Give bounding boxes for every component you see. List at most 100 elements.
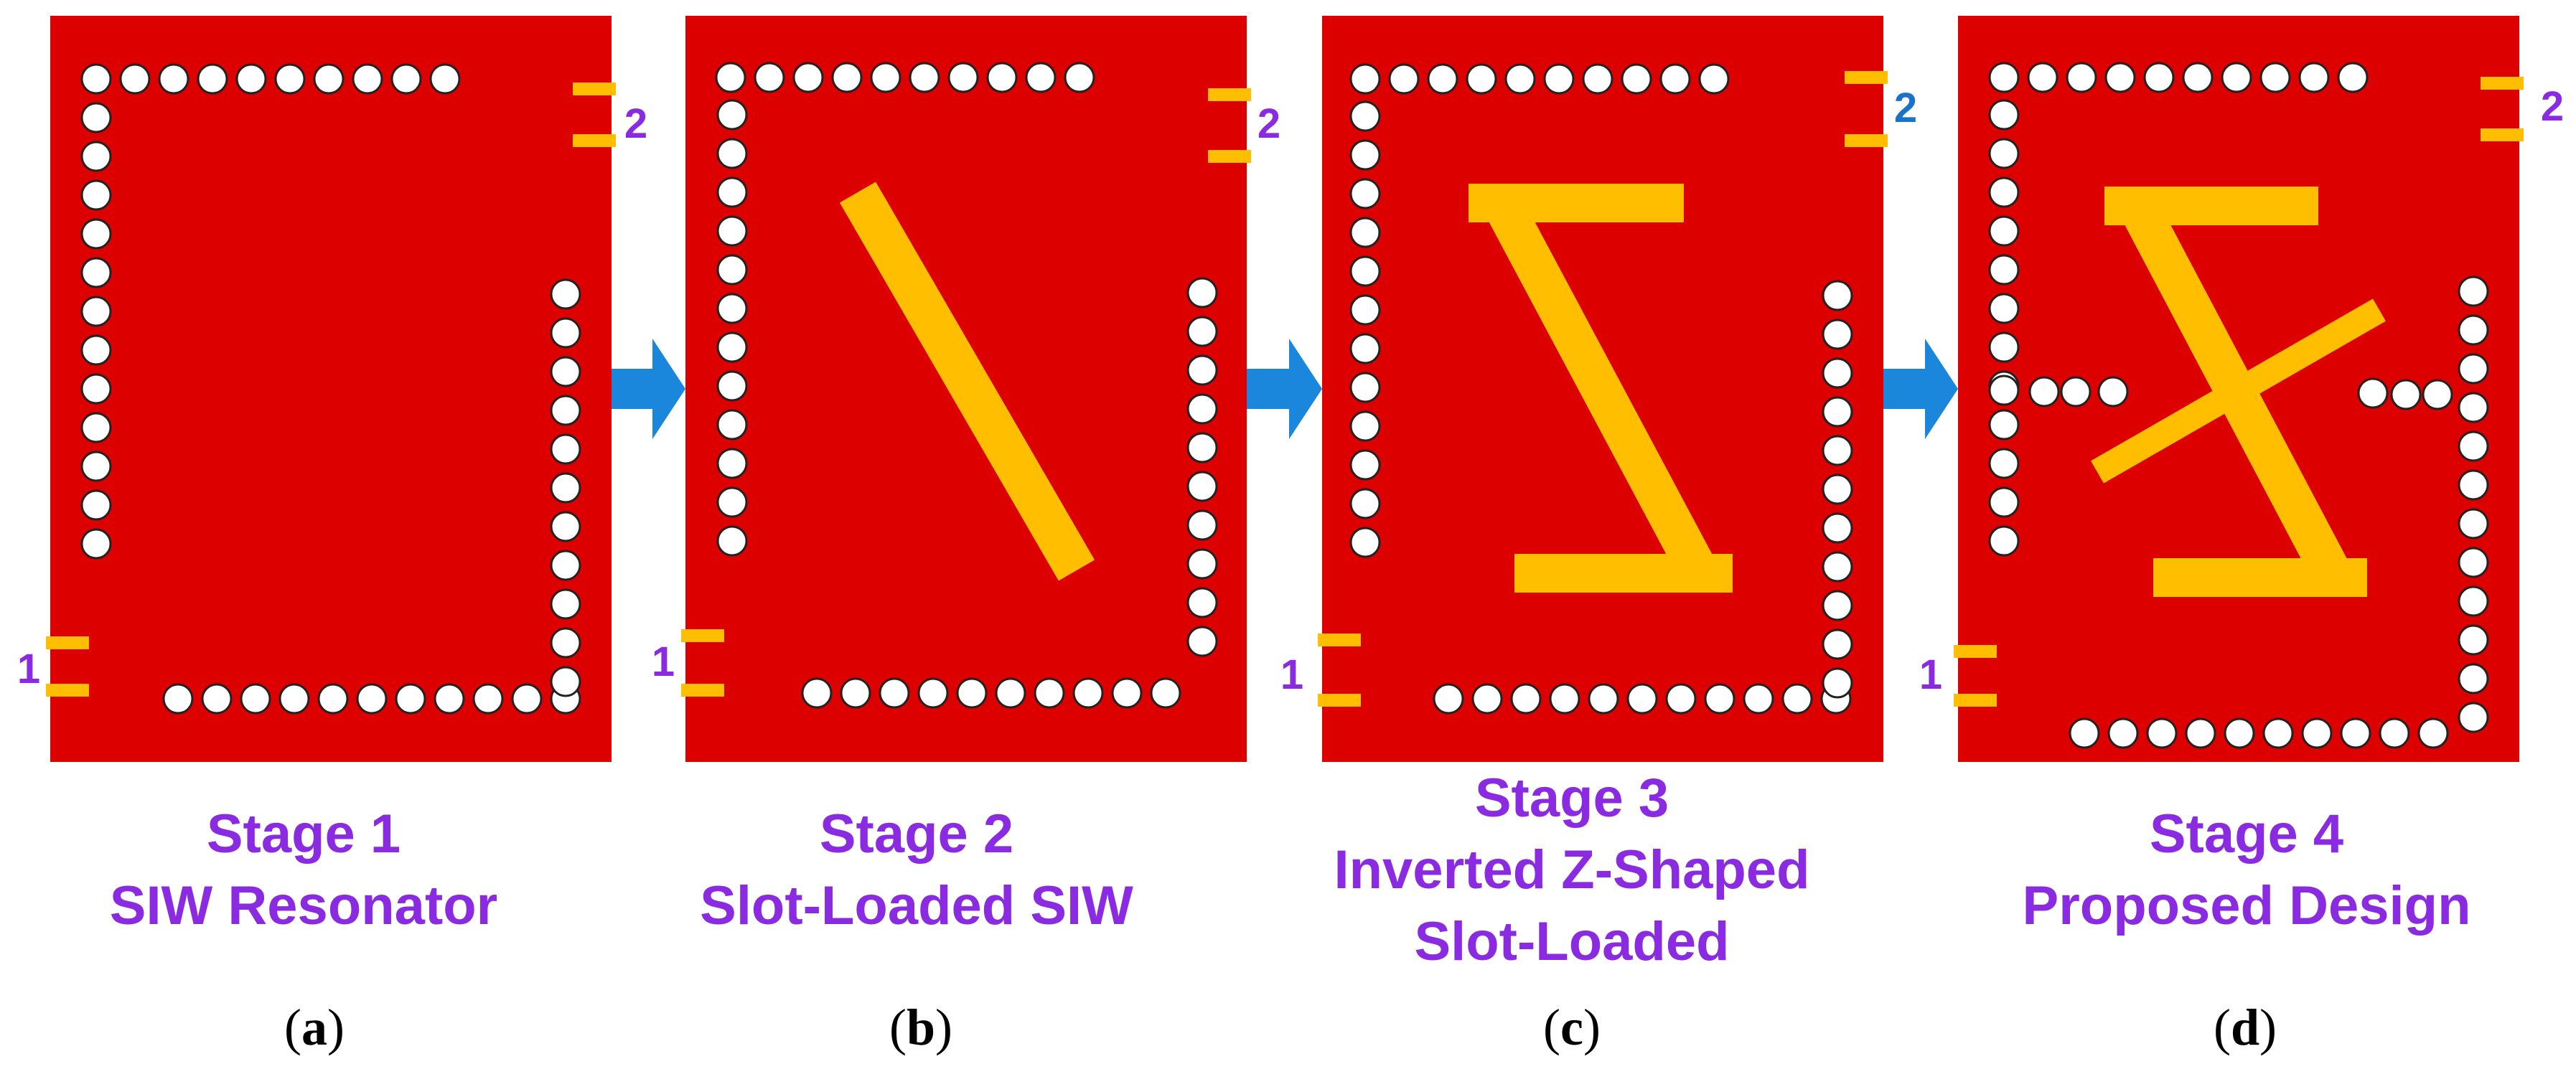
via-hole [1988,409,2020,441]
via-hole [2143,62,2175,93]
via-hole [2298,62,2330,93]
via-hole [550,278,581,310]
via-hole [1150,677,1181,709]
via-hole [550,666,581,697]
z-slot-diagonal [1469,184,1733,593]
output-port-line [2481,77,2524,90]
via-hole [2458,585,2489,617]
via-hole [1510,683,1542,715]
via-hole [80,141,112,172]
via-hole [550,627,581,659]
via-hole [2458,276,2489,307]
via-hole [2146,717,2178,749]
via-hole [80,63,112,95]
via-hole [1582,63,1613,95]
via-hole [1621,63,1652,95]
via-hole [80,296,112,327]
via-hole [80,102,112,133]
via-hole [1988,331,2020,363]
input-port-line [1318,694,1361,707]
panel-letter-a: (a) [284,999,345,1056]
via-hole [1822,280,1853,311]
via-hole [1988,176,2020,208]
via-hole [1349,449,1381,481]
via-hole [2185,717,2216,749]
via-hole [1988,486,2020,518]
arrows-group [612,339,1958,439]
via-hole [2337,62,2369,93]
via-hole [2028,376,2060,408]
stage-3-title: Stage 3 [1475,768,1669,829]
diagonal-slot [839,182,1095,581]
port-2-label: 2 [624,100,647,147]
via-hole [240,683,271,715]
via-hole [716,525,748,557]
via-hole [716,138,748,169]
via-hole [995,677,1026,709]
via-hole [1543,63,1575,95]
panel-letter-b-text: b [907,999,935,1056]
via-hole [879,677,910,709]
via-hole [390,63,422,95]
panel-letter-d: (d) [2214,999,2277,1056]
via-hole [716,176,748,208]
via-hole [2422,379,2453,410]
stage-1-caption-line-1: SIW Resonator [110,875,498,936]
via-hole [1349,178,1381,209]
via-hole [716,448,748,479]
via-hole [2107,717,2139,749]
via-hole [716,215,748,247]
via-hole [792,62,824,93]
via-hole [434,683,465,715]
via-hole [550,433,581,465]
port-2-label: 2 [2541,83,2564,130]
via-hole [80,179,112,211]
via-hole [2458,624,2489,656]
input-port-line [681,684,724,697]
via-hole [1186,354,1218,386]
via-hole [274,63,306,95]
via-hole [831,62,863,93]
stage-1-panel: 12 [17,16,647,762]
via-hole [1988,375,2020,406]
via-hole [80,373,112,405]
via-hole [2458,547,2489,578]
via-hole [1988,448,2020,479]
via-hole [1665,683,1697,715]
via-hole [1349,488,1381,519]
via-hole [716,409,748,441]
stage-2-panel: 12 [652,16,1280,762]
via-hole [1988,254,2020,286]
output-port-line [1845,134,1888,147]
via-hole [80,528,112,560]
via-hole [197,63,228,95]
via-hole [550,472,581,504]
output-port-line [573,83,616,95]
via-hole [801,677,833,709]
via-hole [1822,551,1853,583]
via-hole [716,254,748,286]
cross-slot [2091,298,2386,484]
stage-2-caption-line-1: Slot-Loaded SIW [700,875,1133,936]
via-hole [1186,587,1218,618]
stage-4-panel: 12 [1919,16,2564,762]
via-hole [1186,316,1218,347]
via-hole [2060,376,2092,408]
via-hole [201,683,233,715]
via-hole [1186,277,1218,309]
stage-4-caption-line-1: Proposed Design [2023,875,2471,936]
via-hole [1988,215,2020,247]
via-hole [2224,717,2255,749]
via-hole [395,683,426,715]
via-hole [472,683,504,715]
via-hole [550,550,581,581]
via-hole [716,293,748,324]
via-hole [1822,512,1853,544]
via-hole [1504,63,1536,95]
via-hole [313,63,345,95]
via-hole [986,62,1018,93]
via-hole [80,334,112,366]
via-hole [2357,377,2389,409]
via-hole [80,257,112,288]
